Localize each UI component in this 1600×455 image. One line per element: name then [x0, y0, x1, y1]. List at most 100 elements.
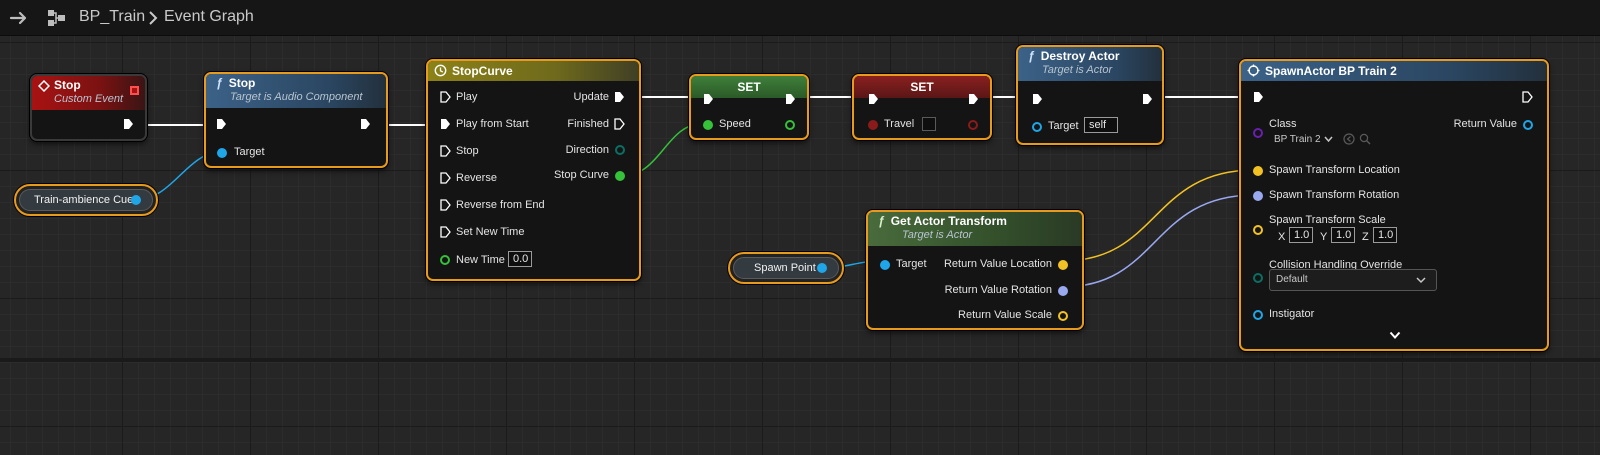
- travel-out-pin[interactable]: [968, 120, 978, 130]
- node-subtitle: Custom Event: [54, 93, 124, 105]
- input-reverse-from-end: Reverse from End: [456, 199, 545, 211]
- input-play: Play: [456, 91, 478, 103]
- collision-dropdown-value: Default: [1276, 274, 1308, 285]
- set-travel-node[interactable]: SET Travel: [852, 74, 992, 140]
- train-ambience-cue-variable[interactable]: Train-ambience Cue: [14, 184, 158, 216]
- node-title: SpawnActor BP Train 2: [1265, 64, 1397, 78]
- exec-out-pin[interactable]: [1522, 91, 1533, 103]
- exec-out-pin[interactable]: [968, 93, 979, 105]
- exec-in-pin[interactable]: [868, 93, 879, 105]
- class-label: Class: [1269, 118, 1297, 130]
- graph-header: BP_Train Event Graph: [0, 0, 1600, 36]
- variable-label: Spawn Point: [754, 262, 816, 274]
- speed-in-pin[interactable]: [703, 120, 713, 130]
- spawn-scale-pin[interactable]: [1253, 225, 1263, 235]
- variable-label: Train-ambience Cue: [34, 194, 134, 206]
- location-out-pin[interactable]: [1058, 260, 1068, 270]
- stop-curve-pin[interactable]: [615, 171, 625, 181]
- input-play-from-start: Play from Start: [456, 118, 529, 130]
- scale-y-label: Y: [1320, 231, 1328, 243]
- exec-out-pin[interactable]: [360, 118, 371, 130]
- exec-in-pin[interactable]: [216, 118, 227, 130]
- exec-in-pin[interactable]: [1253, 91, 1264, 103]
- spawn-point-variable[interactable]: Spawn Point: [728, 252, 844, 284]
- object-out-pin[interactable]: [131, 195, 141, 205]
- play-exec-pin[interactable]: [440, 91, 451, 103]
- stop-exec-pin[interactable]: [440, 145, 451, 157]
- speed-out-pin[interactable]: [785, 120, 795, 130]
- breadcrumb-blueprint[interactable]: BP_Train: [79, 8, 146, 25]
- scale-y-input[interactable]: 1.0: [1331, 227, 1355, 243]
- travel-in-pin[interactable]: [868, 120, 878, 130]
- clock-icon: [434, 64, 447, 77]
- update-exec-pin[interactable]: [614, 91, 625, 103]
- spawn-location-pin[interactable]: [1253, 166, 1263, 176]
- target-pin[interactable]: [217, 148, 227, 158]
- expand-advanced-chevron-icon[interactable]: [1389, 331, 1401, 340]
- set-speed-node[interactable]: SET Speed: [689, 74, 809, 140]
- object-out-pin[interactable]: [817, 263, 827, 273]
- event-diamond-icon: [38, 80, 50, 92]
- new-time-label: New Time: [456, 254, 505, 266]
- finished-exec-pin[interactable]: [614, 118, 625, 130]
- node-subtitle: Target is Actor: [902, 229, 973, 241]
- spawn-actor-icon: [1247, 64, 1260, 77]
- rotation-out-pin[interactable]: [1058, 286, 1068, 296]
- breadcrumb-graph[interactable]: Event Graph: [164, 8, 254, 25]
- exec-out-pin[interactable]: [1142, 93, 1153, 105]
- exec-in-pin[interactable]: [703, 93, 714, 105]
- spawn-actor-node[interactable]: SpawnActor BP Train 2 Class BP Train 2 R…: [1239, 59, 1549, 351]
- back-arrow-icon[interactable]: [8, 7, 30, 29]
- play-from-start-exec-pin[interactable]: [440, 118, 451, 130]
- node-title: SET: [910, 80, 934, 94]
- return-value-pin[interactable]: [1523, 120, 1533, 130]
- chevron-down-icon: [1324, 136, 1333, 143]
- use-selected-asset-icon[interactable]: [1343, 133, 1355, 145]
- reverse-exec-pin[interactable]: [440, 172, 451, 184]
- target-pin[interactable]: [880, 260, 890, 270]
- target-pin[interactable]: [1032, 122, 1042, 132]
- set-new-time-exec-pin[interactable]: [440, 226, 451, 238]
- node-title: Stop: [54, 78, 81, 92]
- scale-z-input[interactable]: 1.0: [1373, 227, 1397, 243]
- delegate-pin[interactable]: [130, 86, 139, 95]
- output-update: Update: [573, 91, 609, 103]
- scale-x-label: X: [1278, 231, 1286, 243]
- collision-dropdown[interactable]: Default: [1269, 269, 1437, 291]
- scale-z-label: Z: [1362, 231, 1369, 243]
- input-set-new-time: Set New Time: [456, 226, 525, 238]
- exec-out-pin[interactable]: [123, 118, 134, 130]
- breadcrumb-chevron-icon: [149, 11, 158, 25]
- scale-out-pin[interactable]: [1058, 311, 1068, 321]
- instigator-label: Instigator: [1269, 308, 1315, 320]
- class-pin[interactable]: [1253, 128, 1263, 138]
- target-self-value[interactable]: self: [1084, 117, 1118, 133]
- spawn-rotation-label: Spawn Transform Rotation: [1269, 189, 1400, 201]
- output-scale: Return Value Scale: [958, 309, 1052, 321]
- browse-asset-icon[interactable]: [1359, 133, 1371, 145]
- return-value-label: Return Value: [1453, 118, 1517, 130]
- collision-pin[interactable]: [1253, 273, 1263, 283]
- new-time-input[interactable]: 0.0: [508, 251, 532, 267]
- stopcurve-timeline-node[interactable]: StopCurve Play Play from Start Stop Reve…: [426, 59, 641, 281]
- target-label: Target: [896, 258, 927, 270]
- class-dropdown[interactable]: BP Train 2: [1269, 131, 1337, 149]
- node-subtitle: Target is Audio Component: [230, 91, 363, 103]
- instigator-pin[interactable]: [1253, 310, 1263, 320]
- scale-x-input[interactable]: 1.0: [1289, 227, 1313, 243]
- travel-checkbox[interactable]: [922, 117, 936, 131]
- node-subtitle: Target is Actor: [1042, 64, 1113, 76]
- stop-custom-event-node[interactable]: Stop Custom Event: [30, 74, 147, 141]
- spawn-rotation-pin[interactable]: [1253, 191, 1263, 201]
- new-time-pin[interactable]: [440, 255, 450, 265]
- reverse-from-end-exec-pin[interactable]: [440, 199, 451, 211]
- function-icon: ƒ: [878, 214, 885, 228]
- spawn-location-label: Spawn Transform Location: [1269, 164, 1400, 176]
- exec-in-pin[interactable]: [1032, 93, 1043, 105]
- exec-out-pin[interactable]: [785, 93, 796, 105]
- direction-pin[interactable]: [615, 145, 625, 155]
